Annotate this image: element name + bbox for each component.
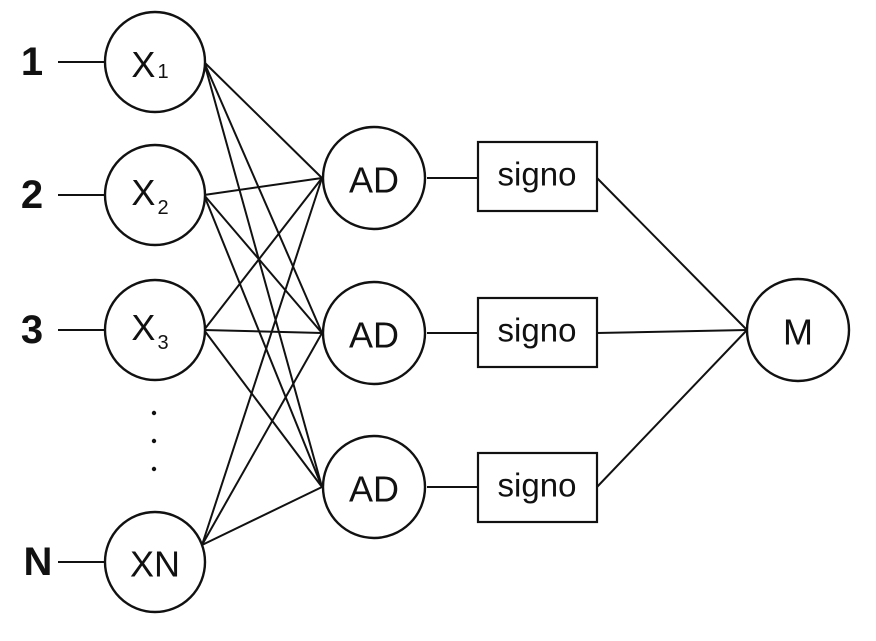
- input-node-1-sub: 1: [157, 61, 168, 83]
- edge-signo1-m: [596, 177, 748, 331]
- edge-signo3-m: [596, 329, 748, 488]
- edge-x2-ad2: [203, 194, 323, 334]
- edge-x3-ad2: [203, 329, 323, 334]
- signo-box-1-rect: [476, 140, 599, 213]
- index-label-1: 1: [21, 40, 43, 84]
- svg-text:X3: X3: [131, 307, 168, 355]
- signo-box-2: signo: [476, 296, 599, 369]
- input-node-3-sub: 3: [157, 332, 168, 354]
- hidden-node-1-circle: [321, 125, 427, 231]
- edge-x1-ad1: [203, 61, 323, 179]
- output-node-label: M: [783, 312, 813, 353]
- hidden-node-3: AD: [321, 434, 427, 540]
- input-node-n: XN: [103, 510, 207, 614]
- index-label-2: 2: [21, 173, 43, 217]
- index-input-connections: [58, 61, 105, 563]
- hidden-node-3-circle: [321, 434, 427, 540]
- edge-x2-ad3: [203, 194, 323, 488]
- edge-xn-ad1: [201, 177, 323, 546]
- hidden-node-1: AD: [321, 125, 427, 231]
- signo-box-2-label: signo: [498, 312, 577, 349]
- signo-box-1: signo: [476, 140, 599, 213]
- hidden-node-2-circle: [321, 280, 427, 386]
- signo-box-3-rect: [476, 451, 599, 524]
- edge-x3-ad3: [203, 329, 323, 488]
- edge-xn-ad3: [201, 486, 323, 546]
- index-labels: 1 2 3 N: [21, 40, 53, 584]
- edge-x1-ad2: [203, 61, 323, 334]
- output-node: M: [745, 277, 851, 383]
- input-node-n-label: XN: [130, 544, 180, 585]
- hidden-output-connections: [427, 177, 748, 488]
- hidden-node-2-label: AD: [349, 315, 399, 356]
- signo-box-3: signo: [476, 451, 599, 524]
- input-node-n-circle: [103, 510, 207, 614]
- svg-text:X2: X2: [131, 172, 168, 220]
- signo-box-3-label: signo: [498, 467, 577, 504]
- signo-box-2-rect: [476, 296, 599, 369]
- ellipsis-dot-3: [151, 466, 157, 472]
- input-node-2-sub: 2: [157, 197, 168, 219]
- hidden-node-1-label: AD: [349, 160, 399, 201]
- ellipsis-dot-2: [151, 438, 157, 444]
- ellipsis-dot-1: [151, 410, 157, 416]
- edge-signo2-m: [596, 329, 748, 334]
- index-label-3: 3: [21, 308, 43, 352]
- input-node-3-main: X: [131, 307, 155, 348]
- signo-box-1-label: signo: [498, 156, 577, 193]
- index-label-n: N: [24, 540, 53, 584]
- input-node-3-circle: [103, 278, 207, 382]
- input-node-2-main: X: [131, 172, 155, 213]
- hidden-node-3-label: AD: [349, 469, 399, 510]
- input-node-1-circle: [103, 10, 207, 114]
- edge-x3-ad1: [203, 177, 323, 331]
- input-node-2-circle: [103, 143, 207, 247]
- output-node-circle: [745, 277, 851, 383]
- edge-x1-ad3: [203, 61, 323, 488]
- hidden-node-2: AD: [321, 280, 427, 386]
- edge-x2-ad1: [203, 177, 323, 196]
- input-node-1-main: X: [131, 44, 155, 85]
- svg-text:X1: X1: [131, 44, 168, 85]
- input-hidden-connections: [201, 61, 323, 546]
- edge-xn-ad2: [201, 332, 323, 546]
- vertical-ellipsis: [151, 410, 157, 472]
